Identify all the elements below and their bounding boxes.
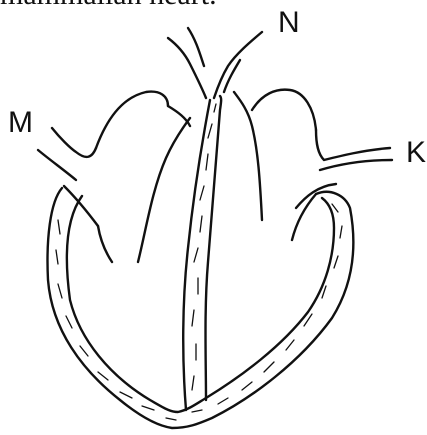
label-m: M	[8, 108, 33, 138]
vessel-n-branch	[224, 60, 240, 92]
left-vessel-flap	[98, 226, 112, 262]
right-great-vessel-outer	[234, 92, 262, 220]
label-k: K	[406, 138, 426, 168]
left-atrium-edge	[64, 186, 98, 226]
vessel-k-lower	[320, 160, 392, 170]
right-vessel-flap	[296, 184, 336, 208]
left-great-vessel-inner	[138, 118, 190, 262]
vessel-k-upper	[316, 130, 390, 160]
right-great-vessel-inner	[252, 90, 316, 130]
vessel-n-center	[188, 28, 204, 66]
septum-right-edge	[206, 96, 222, 400]
wall-texture	[56, 104, 342, 420]
vessel-m-upper	[52, 128, 96, 157]
vessel-n-left	[168, 38, 206, 98]
left-great-vessel-outer	[96, 92, 168, 148]
label-n: N	[278, 8, 300, 38]
vessel-m-lower	[38, 150, 76, 180]
